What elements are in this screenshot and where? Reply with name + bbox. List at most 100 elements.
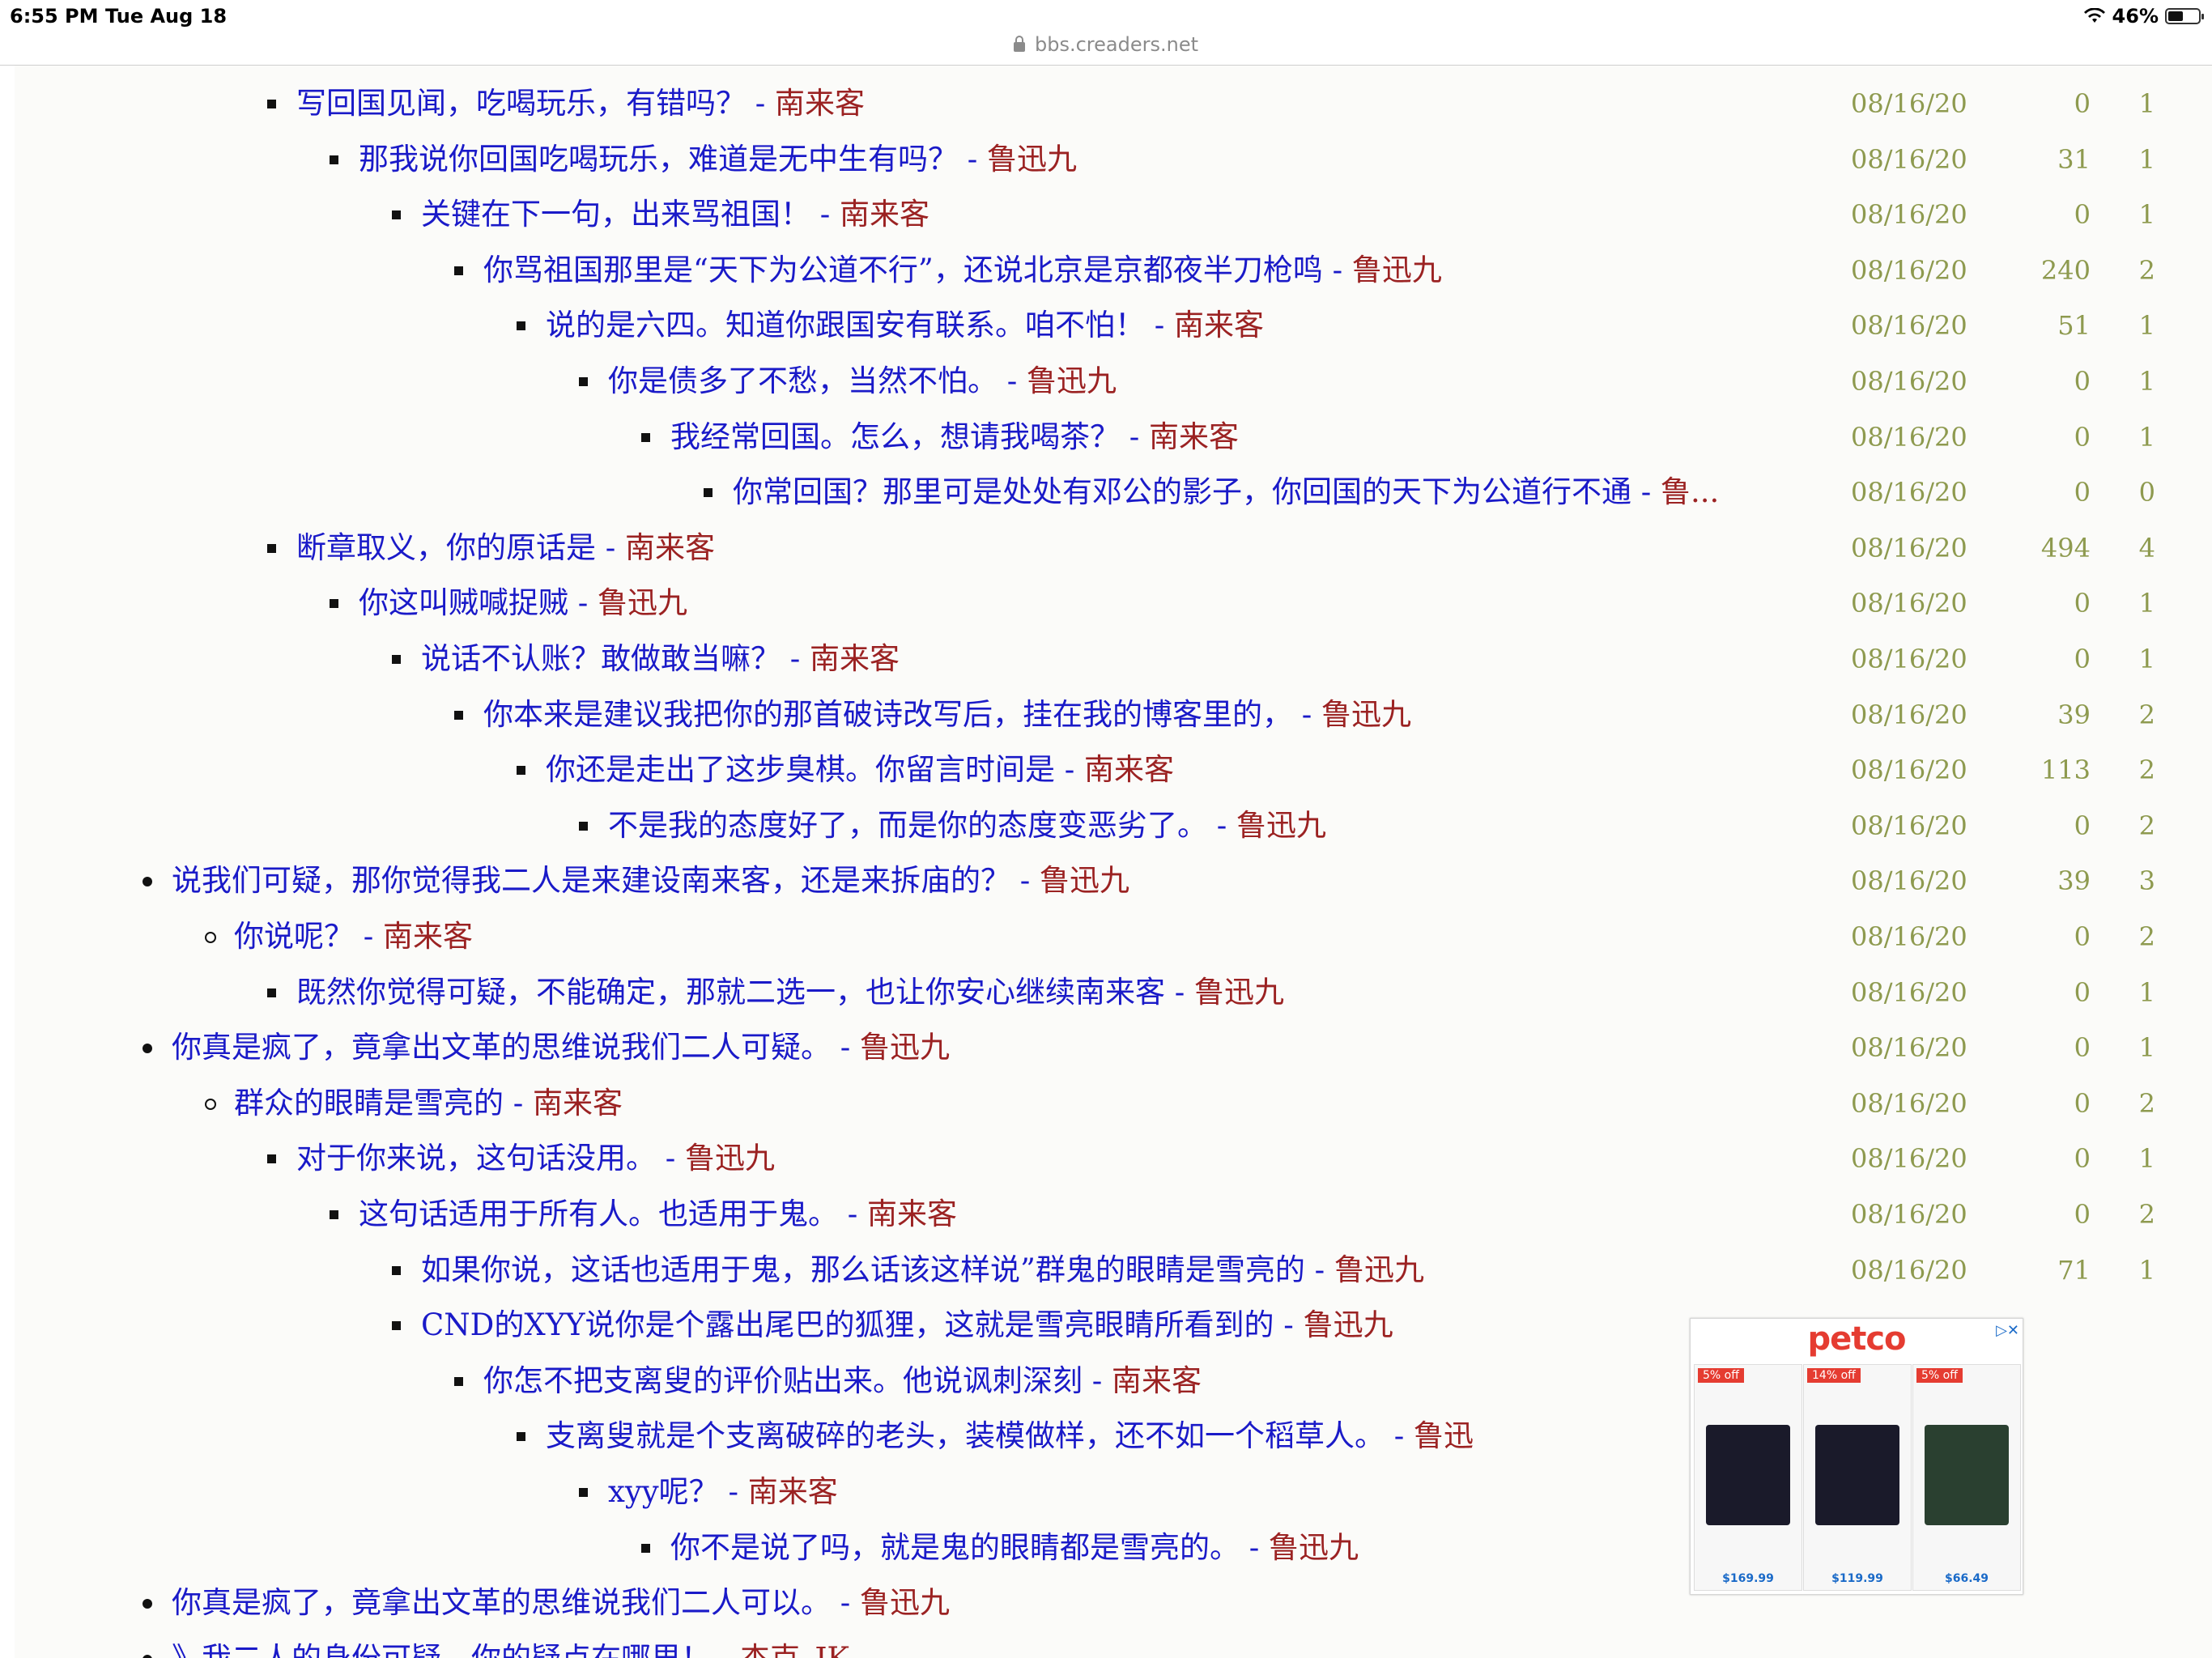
thread-title[interactable]: 你常回国？那里可是处处有邓公的影子，你回国的天下为公道行不通 <box>733 474 1631 510</box>
thread-author-link[interactable]: 鲁迅九 <box>1303 1307 1393 1343</box>
url-text[interactable]: bbs.creaders.net <box>1035 33 1198 56</box>
thread-title[interactable]: 如果你说，这话也适用于鬼，那么话该这样说”群鬼的眼睛是雪亮的 <box>421 1252 1305 1287</box>
thread-title[interactable]: 说话不认账？敢做敢当嘛？ <box>421 641 781 676</box>
thread-author-link[interactable]: 南来客 <box>840 197 930 232</box>
thread-title[interactable]: 我经常回国。怎么，想请我喝茶？ <box>670 419 1120 454</box>
thread-title[interactable]: 你这叫贼喊捉贼 <box>359 585 568 621</box>
thread-title-link[interactable]: CND的XYY说你是个露出尾巴的狐狸，这就是雪亮眼睛所看到的 - 鲁迅九 <box>421 1306 1393 1345</box>
thread-author-link[interactable]: 鲁迅九 <box>685 1141 776 1176</box>
thread-author-link[interactable]: 南来客 <box>533 1085 623 1120</box>
thread-title[interactable]: 不是我的态度好了，而是你的态度变恶劣了。 <box>608 807 1207 843</box>
ad-product[interactable]: 14% off $119.99 <box>1803 1364 1912 1591</box>
thread-title-link[interactable]: 说话不认账？敢做敢当嘛？ - 南来客 <box>421 640 900 678</box>
thread-author-link[interactable]: 鲁迅九 <box>860 1585 951 1621</box>
thread-author-link[interactable]: 南来客 <box>747 1474 838 1509</box>
thread-title[interactable]: 你怎不把支离叟的评价贴出来。他说讽刺深刻 <box>483 1363 1083 1398</box>
thread-title-link[interactable]: 如果你说，这话也适用于鬼，那么话该这样说”群鬼的眼睛是雪亮的 - 鲁迅九 <box>421 1251 1424 1290</box>
thread-title-link[interactable]: 你骂祖国那里是“天下为公道不行”，还说北京是京都夜半刀枪鸣 - 鲁迅九 <box>483 251 1442 290</box>
thread-author-link[interactable]: 鲁迅九 <box>1194 974 1285 1010</box>
thread-author-link[interactable]: 南来客 <box>1112 1363 1202 1398</box>
separator: - <box>568 585 598 621</box>
thread-title-link[interactable]: 说的是六四。知道你跟国安有联系。咱不怕！ - 南来客 <box>546 306 1264 345</box>
thread-title-link[interactable]: 支离叟就是个支离破碎的老头，装模做样，还不如一个稻草人。 - 鲁迅 <box>546 1417 1474 1456</box>
thread-author-link[interactable]: 鲁迅九 <box>1040 863 1130 899</box>
thread-author-link[interactable]: 鲁迅九 <box>1236 807 1327 843</box>
thread-author-link[interactable]: 鲁迅九 <box>1321 696 1412 732</box>
thread-title[interactable]: 支离叟就是个支离破碎的老头，装模做样，还不如一个稻草人。 <box>546 1418 1385 1454</box>
thread-title[interactable]: 群众的眼睛是雪亮的 <box>234 1085 504 1120</box>
thread-title[interactable]: 你真是疯了，竟拿出文革的思维说我们二人可疑。 <box>172 1030 831 1065</box>
thread-title[interactable]: 你骂祖国那里是“天下为公道不行”，还说北京是京都夜半刀枪鸣 <box>483 252 1323 287</box>
thread-author-link[interactable]: 南来客 <box>867 1197 958 1231</box>
thread-title-link[interactable]: 你真是疯了，竟拿出文革的思维说我们二人可以。 - 鲁迅九 <box>172 1584 950 1622</box>
thread-title-link[interactable]: 你这叫贼喊捉贼 - 鲁迅九 <box>359 584 687 623</box>
thread-title[interactable]: 说的是六四。知道你跟国安有联系。咱不怕！ <box>546 308 1145 343</box>
thread-title[interactable]: 关键在下一句，出来骂祖国！ <box>421 197 810 232</box>
thread-title[interactable]: 你本来是建议我把你的那首破诗改写后，挂在我的博客里的， <box>483 696 1292 732</box>
thread-author-link[interactable]: 鲁迅九 <box>1334 1252 1424 1287</box>
thread-title[interactable]: CND的XYY说你是个露出尾巴的狐狸，这就是雪亮眼睛所看到的 <box>421 1307 1274 1343</box>
thread-title-link[interactable]: 写回国见闻，吃喝玩乐，有错吗？ - 南来客 <box>296 84 865 123</box>
thread-title[interactable]: 》我二人的身份可疑，你的疑点在哪里！ <box>172 1641 711 1658</box>
thread-title-link[interactable]: 你怎不把支离叟的评价贴出来。他说讽刺深刻 - 南来客 <box>483 1362 1202 1401</box>
thread-title[interactable]: 既然你觉得可疑，不能确定，那就二选一，也让你安心继续南来客 <box>296 974 1165 1010</box>
thread-title-link[interactable]: 这句话适用于所有人。也适用于鬼。 - 南来客 <box>359 1195 957 1234</box>
thread-title-link[interactable]: 你是债多了不愁，当然不怕。 - 鲁迅九 <box>608 362 1117 401</box>
thread-author-link[interactable]: 南来客 <box>625 529 716 565</box>
thread-author-link[interactable]: 鲁迅九 <box>1027 363 1117 398</box>
thread-author-link[interactable]: 南来客 <box>1149 419 1240 454</box>
thread-title-link[interactable]: 关键在下一句，出来骂祖国！ - 南来客 <box>421 195 929 234</box>
thread-title[interactable]: 断章取义，你的原话是 <box>296 529 596 565</box>
thread-title-link[interactable]: 说我们可疑，那你觉得我二人是来建设南来客，还是来拆庙的？ - 鲁迅九 <box>172 861 1129 900</box>
thread-author-link[interactable]: 南来客 <box>775 86 866 121</box>
thread-title-link[interactable]: 群众的眼睛是雪亮的 - 南来客 <box>234 1084 623 1123</box>
thread-author-link[interactable]: 鲁迅九 <box>860 1030 951 1065</box>
thread-title-link[interactable]: 你不是说了吗，就是鬼的眼睛都是雪亮的。 - 鲁迅九 <box>670 1528 1359 1567</box>
thread-author-link[interactable]: 南来客 <box>383 919 474 954</box>
ad-product[interactable]: 5% off $169.99 <box>1694 1364 1802 1591</box>
address-bar[interactable]: bbs.creaders.net <box>0 32 2212 66</box>
thread-title[interactable]: 你说呢？ <box>234 919 354 954</box>
thread-title[interactable]: 你是债多了不愁，当然不怕。 <box>608 363 998 398</box>
thread-title-link[interactable]: 既然你觉得可疑，不能确定，那就二选一，也让你安心继续南来客 - 鲁迅九 <box>296 973 1284 1012</box>
thread-title[interactable]: 你真是疯了，竟拿出文革的思维说我们二人可以。 <box>172 1585 831 1621</box>
thread-title-link[interactable]: 你真是疯了，竟拿出文革的思维说我们二人可疑。 - 鲁迅九 <box>172 1028 950 1067</box>
thread-title-link[interactable]: xyy呢？ - 南来客 <box>608 1473 838 1511</box>
thread-title-link[interactable]: 你本来是建议我把你的那首破诗改写后，挂在我的博客里的， - 鲁迅九 <box>483 695 1411 734</box>
thread-title-link[interactable]: 那我说你回国吃喝玩乐，难道是无中生有吗？ - 鲁迅九 <box>359 140 1077 179</box>
ad-brand-logo[interactable]: petco <box>1807 1320 1906 1358</box>
thread-title[interactable]: 你不是说了吗，就是鬼的眼睛都是雪亮的。 <box>670 1529 1240 1565</box>
thread-author-link[interactable]: 杰克_JK <box>740 1641 849 1658</box>
thread-title-link[interactable]: 对于你来说，这句话没用。 - 鲁迅九 <box>296 1139 775 1178</box>
thread-author-link[interactable]: 南来客 <box>1084 752 1175 788</box>
thread-author-link[interactable]: 鲁迅九 <box>598 585 688 621</box>
post-date: 08/16/20 <box>1851 699 1967 730</box>
post-bytes: 0 <box>2074 644 2091 674</box>
thread-title-link[interactable]: 你还是走出了这步臭棋。你留言时间是 - 南来客 <box>546 750 1174 789</box>
thread-author-link[interactable]: 南来客 <box>1174 308 1265 343</box>
thread-author-link[interactable]: 鲁迅九 <box>1351 252 1442 287</box>
thread-title[interactable]: 你还是走出了这步臭棋。你留言时间是 <box>546 752 1055 788</box>
ad-banner[interactable]: petco ▷✕ 5% off $169.99 14% off $119.99 … <box>1690 1318 2023 1595</box>
thread-title[interactable]: 对于你来说，这句话没用。 <box>296 1141 656 1176</box>
thread-title-link[interactable]: 断章取义，你的原话是 - 南来客 <box>296 529 715 568</box>
separator: - <box>1165 974 1195 1010</box>
thread-title[interactable]: 那我说你回国吃喝玩乐，难道是无中生有吗？ <box>359 141 958 176</box>
thread-author-link[interactable]: 南来客 <box>810 641 900 676</box>
thread-title[interactable]: 这句话适用于所有人。也适用于鬼。 <box>359 1197 838 1231</box>
thread-title-link[interactable]: 不是我的态度好了，而是你的态度变恶劣了。 - 鲁迅九 <box>608 806 1326 845</box>
thread-title-link[interactable]: 你说呢？ - 南来客 <box>234 917 473 956</box>
thread-author-link[interactable]: 鲁迅 <box>1414 1418 1474 1454</box>
thread-title-link[interactable]: 》我二人的身份可疑，你的疑点在哪里！ - 杰克_JK <box>172 1639 849 1658</box>
thread-author-link[interactable]: 鲁... <box>1661 474 1720 510</box>
thread-title[interactable]: 写回国见闻，吃喝玩乐，有错吗？ <box>296 86 746 121</box>
thread-title[interactable]: 说我们可疑，那你觉得我二人是来建设南来客，还是来拆庙的？ <box>172 863 1010 899</box>
ad-close-icon[interactable]: ▷✕ <box>1996 1322 2019 1339</box>
thread-title[interactable]: xyy呢？ <box>608 1474 719 1509</box>
ad-product[interactable]: 5% off $66.49 <box>1912 1364 2021 1591</box>
thread-author-link[interactable]: 鲁迅九 <box>1269 1529 1359 1565</box>
thread-title-link[interactable]: 我经常回国。怎么，想请我喝茶？ - 南来客 <box>670 418 1239 457</box>
thread-author-link[interactable]: 鲁迅九 <box>987 141 1078 176</box>
thread-title-link[interactable]: 你常回国？那里可是处处有邓公的影子，你回国的天下为公道行不通 - 鲁... <box>733 473 1719 512</box>
